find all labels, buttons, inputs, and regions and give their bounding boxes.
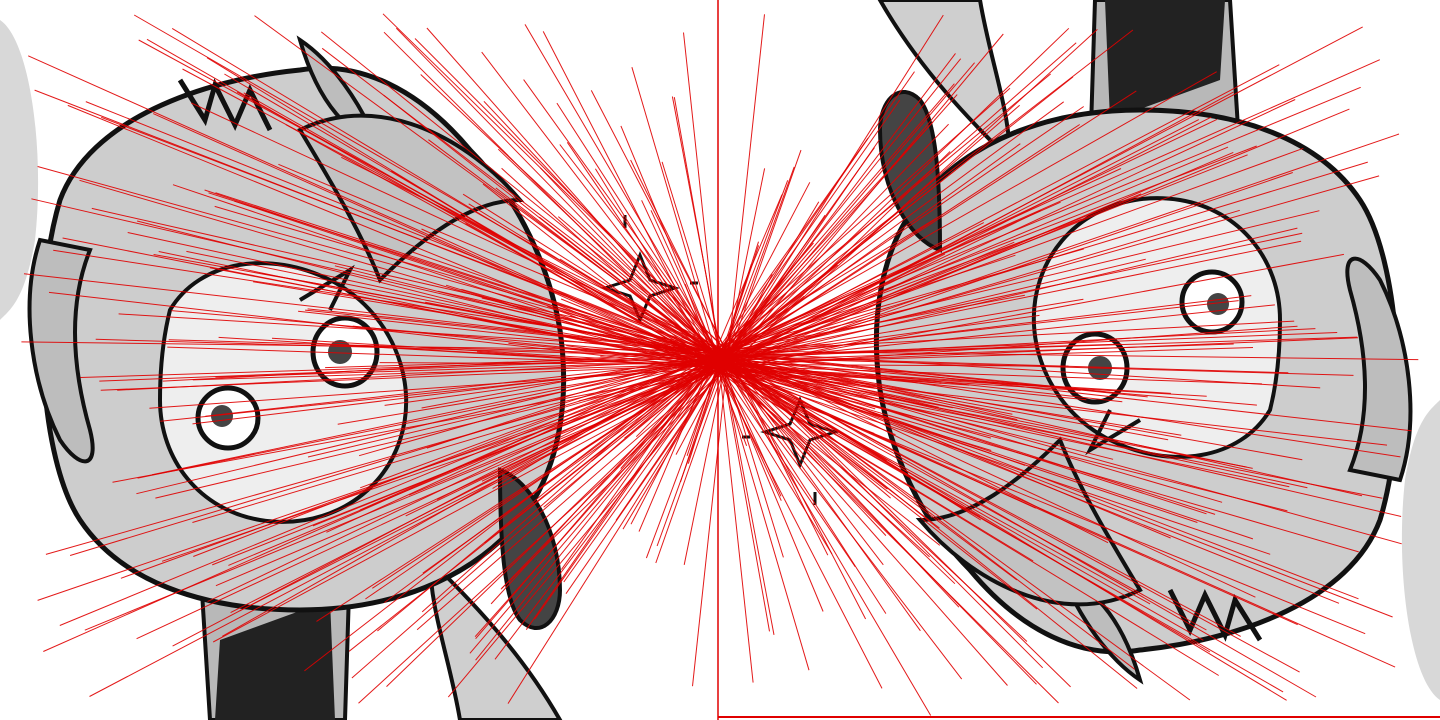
match-line [469,62,975,654]
right-bg-shape-arm [877,0,1013,165]
match-line [384,314,1040,406]
match-line [171,27,1287,701]
match-line [405,209,1042,517]
match-line [136,220,1288,512]
right-brow [1085,409,1142,456]
match-line [112,253,1344,483]
match-line [326,168,1122,533]
left-dark-strap [215,600,335,720]
left-headband [497,467,563,630]
match-line [475,83,955,640]
left-hair-tuft-3 [177,78,273,132]
match-line [307,258,1146,458]
left-eye-2-pupil [211,405,233,427]
right-dark-strap [1105,0,1225,120]
match-line [118,313,1321,389]
right-hair-tuft-1 [1345,256,1413,483]
left-eye-1-pupil [328,340,352,364]
right-hair-tuft-3 [1167,588,1263,642]
match-line [590,90,867,620]
feature-match-lines [21,13,1419,716]
right-bg-shape-top [1401,400,1440,700]
left-bg-shape-top [0,20,39,320]
match-line [45,175,1380,555]
match-line [99,332,1338,382]
match-line [650,210,782,497]
match-line [34,89,1393,618]
match-line [152,113,1298,626]
